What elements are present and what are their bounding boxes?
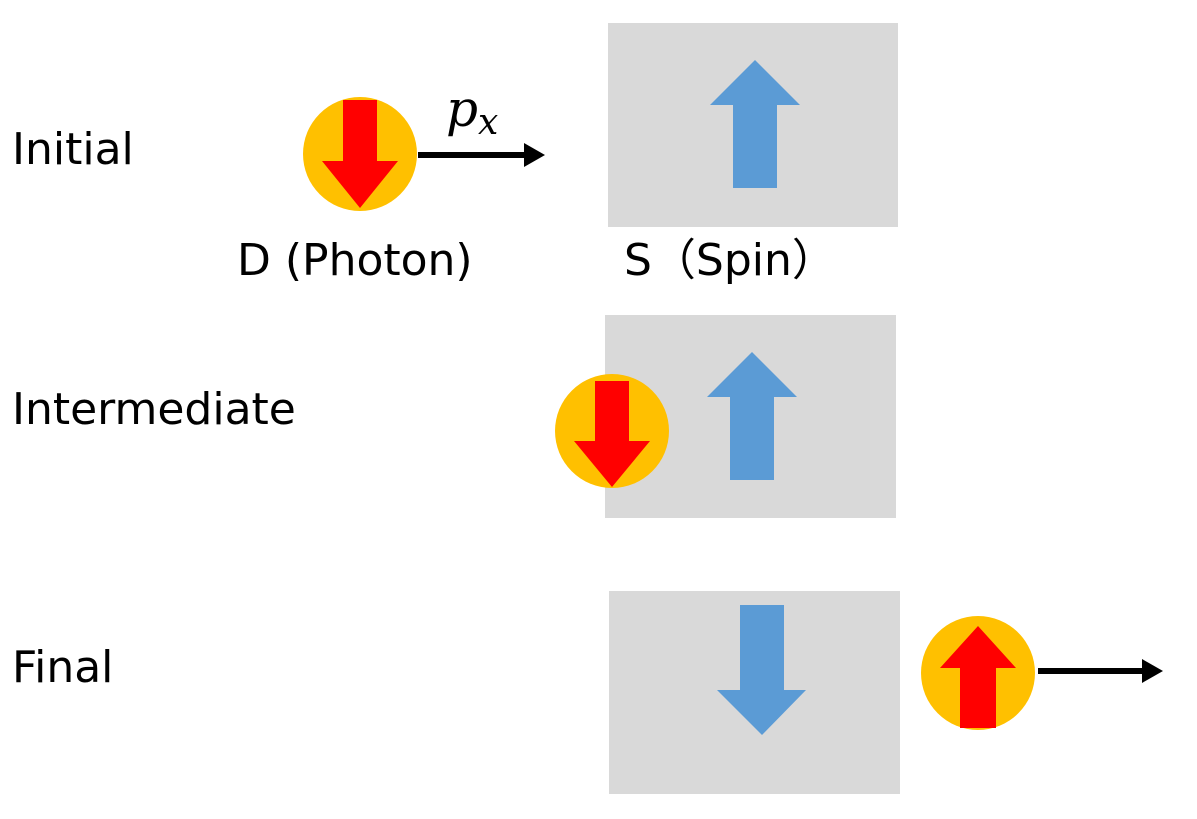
final-spin (609, 591, 900, 794)
photon-spin-up-icon (940, 626, 1016, 728)
momentum-arrowhead-icon (524, 143, 545, 167)
initial-photon (303, 97, 417, 211)
stage-label-final: Final (12, 642, 113, 693)
photon-spin-down-icon (322, 100, 398, 208)
spin-label: S（Spin） (624, 235, 836, 286)
spin-down-arrow-icon (717, 605, 806, 735)
final-photon (921, 616, 1035, 730)
stage-label-intermediate: Intermediate (12, 384, 296, 435)
spin-up-arrow-icon (710, 60, 800, 188)
spin-up-arrow-icon (707, 352, 797, 480)
initial-spin (608, 23, 898, 227)
stage-label-initial: Initial (12, 124, 134, 175)
momentum-label: px (446, 80, 498, 143)
photon-label: D (Photon) (237, 235, 473, 286)
photon-spin-down-icon (574, 381, 650, 487)
outgoing-arrowhead-icon (1142, 659, 1163, 683)
intermediate-spin (605, 315, 896, 518)
intermediate-photon (555, 374, 669, 488)
